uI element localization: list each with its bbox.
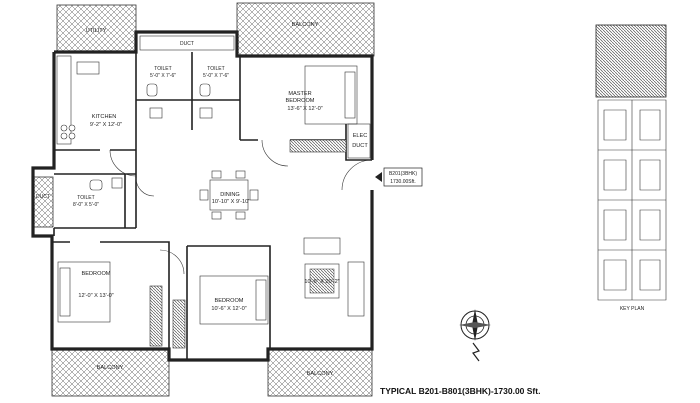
stove-burner (60, 132, 68, 140)
bedroom1-wardrobe (149, 285, 163, 347)
key-plan-label: KEY PLAN (620, 306, 645, 312)
dining-chair (249, 189, 259, 201)
label-kitchen-name: KITCHEN (92, 114, 117, 120)
dining-chair (235, 170, 246, 179)
label-dining-name: DINING (220, 192, 240, 198)
label-balcony-bottom-right: BALCONY (307, 371, 334, 377)
kitchen-sink (76, 61, 100, 75)
balcony-top (236, 2, 375, 57)
label-duct-top: DUCT (180, 41, 194, 47)
basin-2 (199, 107, 213, 119)
label-master-line1: MASTER (288, 91, 311, 97)
label-toilet1-name: TOILET (154, 66, 171, 72)
door-swing-master (261, 139, 289, 167)
door-swing-entry (341, 159, 373, 191)
basin-3 (111, 177, 123, 189)
bedroom2-wardrobe (172, 299, 186, 349)
label-balcony-top: BALCONY (292, 22, 319, 28)
stove-burner (68, 132, 76, 140)
dining-chair (199, 189, 209, 201)
kitchen-counter (56, 55, 72, 145)
bedroom1-pillow (59, 267, 71, 317)
elec-duct-box (347, 123, 371, 159)
wc-1 (146, 83, 158, 97)
label-toilet2-size: 5'-0" X 7'-6" (203, 73, 229, 79)
unit-tag-line2: 1730.00Sft. (390, 179, 416, 185)
wc-3 (89, 179, 103, 191)
balcony-bottom-left (51, 348, 170, 397)
coffee-table-inner (309, 268, 335, 294)
bedroom2-pillow (255, 279, 267, 321)
label-duct-left: DUCT (36, 194, 50, 200)
label-master-line2: BEDROOM (286, 98, 315, 104)
label-toilet3-name: TOILET (77, 195, 94, 201)
door-swing-toilet3 (135, 177, 155, 197)
key-plan-top-block (595, 24, 667, 98)
label-bedroom1-size: 12'-0" X 13'-0" (78, 293, 113, 299)
label-kitchen-size: 9'-2" X 12'-0" (90, 122, 122, 128)
label-toilet2-name: TOILET (207, 66, 224, 72)
label-balcony-bottom-left: BALCONY (97, 365, 124, 371)
dining-chair (211, 211, 222, 220)
label-toilet1-size: 5'-0" X 7'-6" (150, 73, 176, 79)
duct-left-shaft (32, 176, 54, 228)
duct-top (139, 35, 235, 51)
label-elec-line2: DUCT (352, 143, 368, 149)
key-plan: KEY PLAN (595, 24, 667, 312)
label-dining-size: 10'-10" X 9'-10" (212, 199, 250, 205)
label-bedroom2-size: 10'-6" X 12'-0" (211, 306, 246, 312)
basin-1 (149, 107, 163, 119)
balcony-bottom-right (267, 348, 373, 397)
label-master-size: 13'-6" X 12'-0" (287, 106, 322, 112)
interior-walls (52, 52, 372, 360)
label-utility: UTILITY (86, 28, 107, 34)
door-swing-bedroom1 (159, 249, 185, 275)
dining-table (209, 179, 249, 211)
key-plan-outline (597, 99, 667, 301)
sofa (347, 261, 365, 317)
master-pillow (344, 71, 356, 119)
stove-burner (68, 124, 76, 132)
unit-tag-box (383, 167, 423, 187)
unit-tag-line1: B201(3BHK) (389, 171, 417, 177)
door-swing-kitchen (109, 149, 137, 177)
dining-chair (235, 211, 246, 220)
wc-2 (199, 83, 211, 97)
north-compass-icon (459, 309, 491, 362)
plan-caption: TYPICAL B201-B801(3BHK)-1730.00 Sft. (380, 386, 540, 396)
sofa (303, 237, 341, 255)
stove-burner (60, 124, 68, 132)
master-wardrobe (289, 139, 347, 153)
label-bedroom1-name: BEDROOM (82, 271, 111, 277)
utility-area (56, 4, 137, 53)
unit-tag-arrow-icon (375, 172, 382, 182)
label-bedroom2-name: BEDROOM (215, 298, 244, 304)
label-toilet3-size: 8'-0" X 5'-0" (73, 202, 99, 208)
label-elec-line1: ELEC (353, 133, 368, 139)
label-living-size: 10'-6" X 20'-2" (304, 279, 339, 285)
key-plan-details (603, 109, 661, 291)
dining-chair (211, 170, 222, 179)
